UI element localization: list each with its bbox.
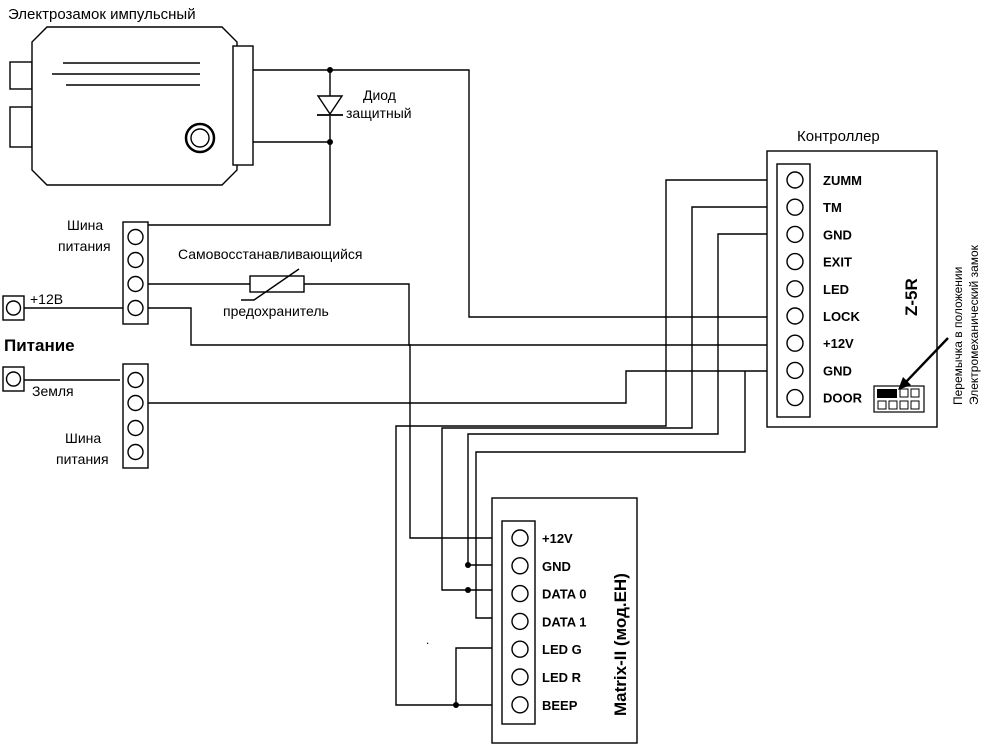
controller-terminal-label: DOOR (823, 391, 863, 406)
fuse-label-bottom: предохранитель (223, 303, 329, 319)
resettable-fuse: Самовосстанавливающийся предохранитель (178, 246, 363, 319)
reader-terminal-label: LED G (542, 642, 582, 657)
wire-tm-to-data0 (441, 206, 783, 591)
controller-terminal-screw-icon (786, 198, 804, 216)
controller-terminal-label: ZUMM (823, 173, 862, 188)
lock-tab-upper (9, 61, 33, 90)
controller-terminal-screw-icon (786, 307, 804, 325)
electric-lock: Электрозамок импульсный (8, 6, 254, 186)
power-ground-screw-icon (5, 371, 22, 387)
lock-title: Электрозамок импульсный (8, 6, 196, 23)
diode-icon (316, 95, 344, 116)
controller-terminal-screw-icon (786, 388, 804, 407)
controller-terminal-label: LED (823, 282, 849, 297)
bus-bottom-label-line2: питания (56, 451, 109, 467)
controller-terminal-label: TM (823, 200, 842, 215)
jumper-block (873, 385, 925, 413)
fuse-label-top: Самовосстанавливающийся (178, 246, 363, 262)
wire-fuse-to-reader-12v (304, 283, 508, 539)
power-bus-bottom: Шина питания (56, 363, 149, 469)
reader-terminal-label: DATA 0 (542, 587, 587, 602)
protective-diode: Диод защитный (316, 87, 412, 121)
wire-zumm-to-beep (395, 179, 783, 706)
controller-z5r: Контроллер ZUMM TM GND EXIT LED LOCK +12V GND DO… (766, 128, 981, 428)
fuse-icon (241, 268, 300, 301)
controller-terminal-label: +12V (823, 336, 854, 351)
bus-top-terminal (127, 299, 144, 317)
wire-lock-to-controller-lock (253, 69, 783, 318)
wire-ledg-to-beep (455, 647, 508, 705)
wire-gnd-to-reader-gnd (467, 233, 783, 566)
controller-terminal-screw-icon (786, 361, 804, 380)
power-source: +12В Питание Земля (2, 291, 75, 399)
power-plus-screw-icon (5, 300, 22, 316)
jumper-note-line2: Электромеханический замок (967, 244, 981, 405)
reader-terminal-screw-icon (511, 668, 529, 686)
reader-terminal-screw-icon (511, 640, 529, 658)
reader-matrix-ii: +12V GND DATA 0 DATA 1 LED G LED R BEEP Matrix… (491, 497, 638, 744)
reader-terminal-screw-icon (511, 557, 529, 575)
reader-terminal-label: BEEP (542, 698, 578, 713)
arrow-icon (898, 377, 911, 390)
jumper-arrow-line (903, 337, 949, 385)
bus-bottom-terminal (127, 443, 144, 461)
bus-top-terminal (127, 228, 144, 246)
lock-tab-lower (9, 106, 33, 148)
wire-bus-to-controller-12v (135, 307, 783, 346)
wire-lock-to-power-bus (135, 141, 331, 226)
reader-terminal-screw-icon (511, 529, 529, 547)
controller-terminal-screw-icon (786, 225, 804, 244)
controller-terminal-label: EXIT (823, 255, 852, 270)
bus-bottom-terminal (127, 394, 144, 412)
controller-terminal-label: LOCK (823, 309, 860, 324)
controller-terminal-label: GND (823, 227, 852, 242)
bus-bottom-terminal (127, 419, 144, 437)
bus-bottom-label-line1: Шина (65, 430, 101, 446)
lock-side-plate (232, 45, 254, 166)
reader-model: Matrix-II (мод.EH) (611, 573, 630, 716)
controller-terminal-screw-icon (786, 252, 804, 271)
bus-bottom-terminal (127, 371, 144, 389)
reader-terminal-screw-icon (511, 584, 529, 603)
controller-model: Z-5R (902, 278, 921, 316)
bus-top-terminal (127, 251, 144, 269)
controller-terminal-screw-icon (786, 171, 804, 189)
diode-label-line2: защитный (346, 105, 412, 121)
stray-mark: . (426, 633, 429, 647)
wire-ground-to-controller-gnd (135, 370, 783, 404)
controller-terminal-label: GND (823, 363, 852, 378)
wire-gnd-to-data1 (475, 371, 746, 619)
reader-terminal-screw-icon (511, 612, 529, 631)
controller-terminals: ZUMM TM GND EXIT LED LOCK +12V GND DOOR (786, 171, 863, 407)
controller-terminal-screw-icon (786, 334, 804, 352)
bus-top-label-line2: питания (58, 238, 111, 254)
jumper-note-line1: Перемычка в положении (951, 267, 965, 405)
power-label: Питание (4, 336, 75, 355)
controller-title: Контроллер (797, 128, 880, 145)
power-ground-label: Земля (32, 383, 74, 399)
lock-cylinder-core (190, 128, 210, 148)
bus-top-label-line1: Шина (67, 217, 103, 233)
power-bus-top: Шина питания (58, 217, 149, 325)
bus-top-terminal (127, 275, 144, 293)
diode-label-line1: Диод (363, 87, 396, 103)
reader-terminal-screw-icon (511, 696, 529, 714)
reader-terminal-label: +12V (542, 531, 573, 546)
reader-terminals: +12V GND DATA 0 DATA 1 LED G LED R BEEP (511, 529, 587, 714)
reader-terminal-label: LED R (542, 670, 582, 685)
reader-terminal-label: DATA 1 (542, 614, 587, 629)
reader-terminal-label: GND (542, 559, 571, 574)
wires (24, 67, 783, 708)
controller-terminal-screw-icon (786, 280, 804, 298)
lock-body (31, 26, 238, 186)
power-plus-label: +12В (30, 291, 63, 307)
